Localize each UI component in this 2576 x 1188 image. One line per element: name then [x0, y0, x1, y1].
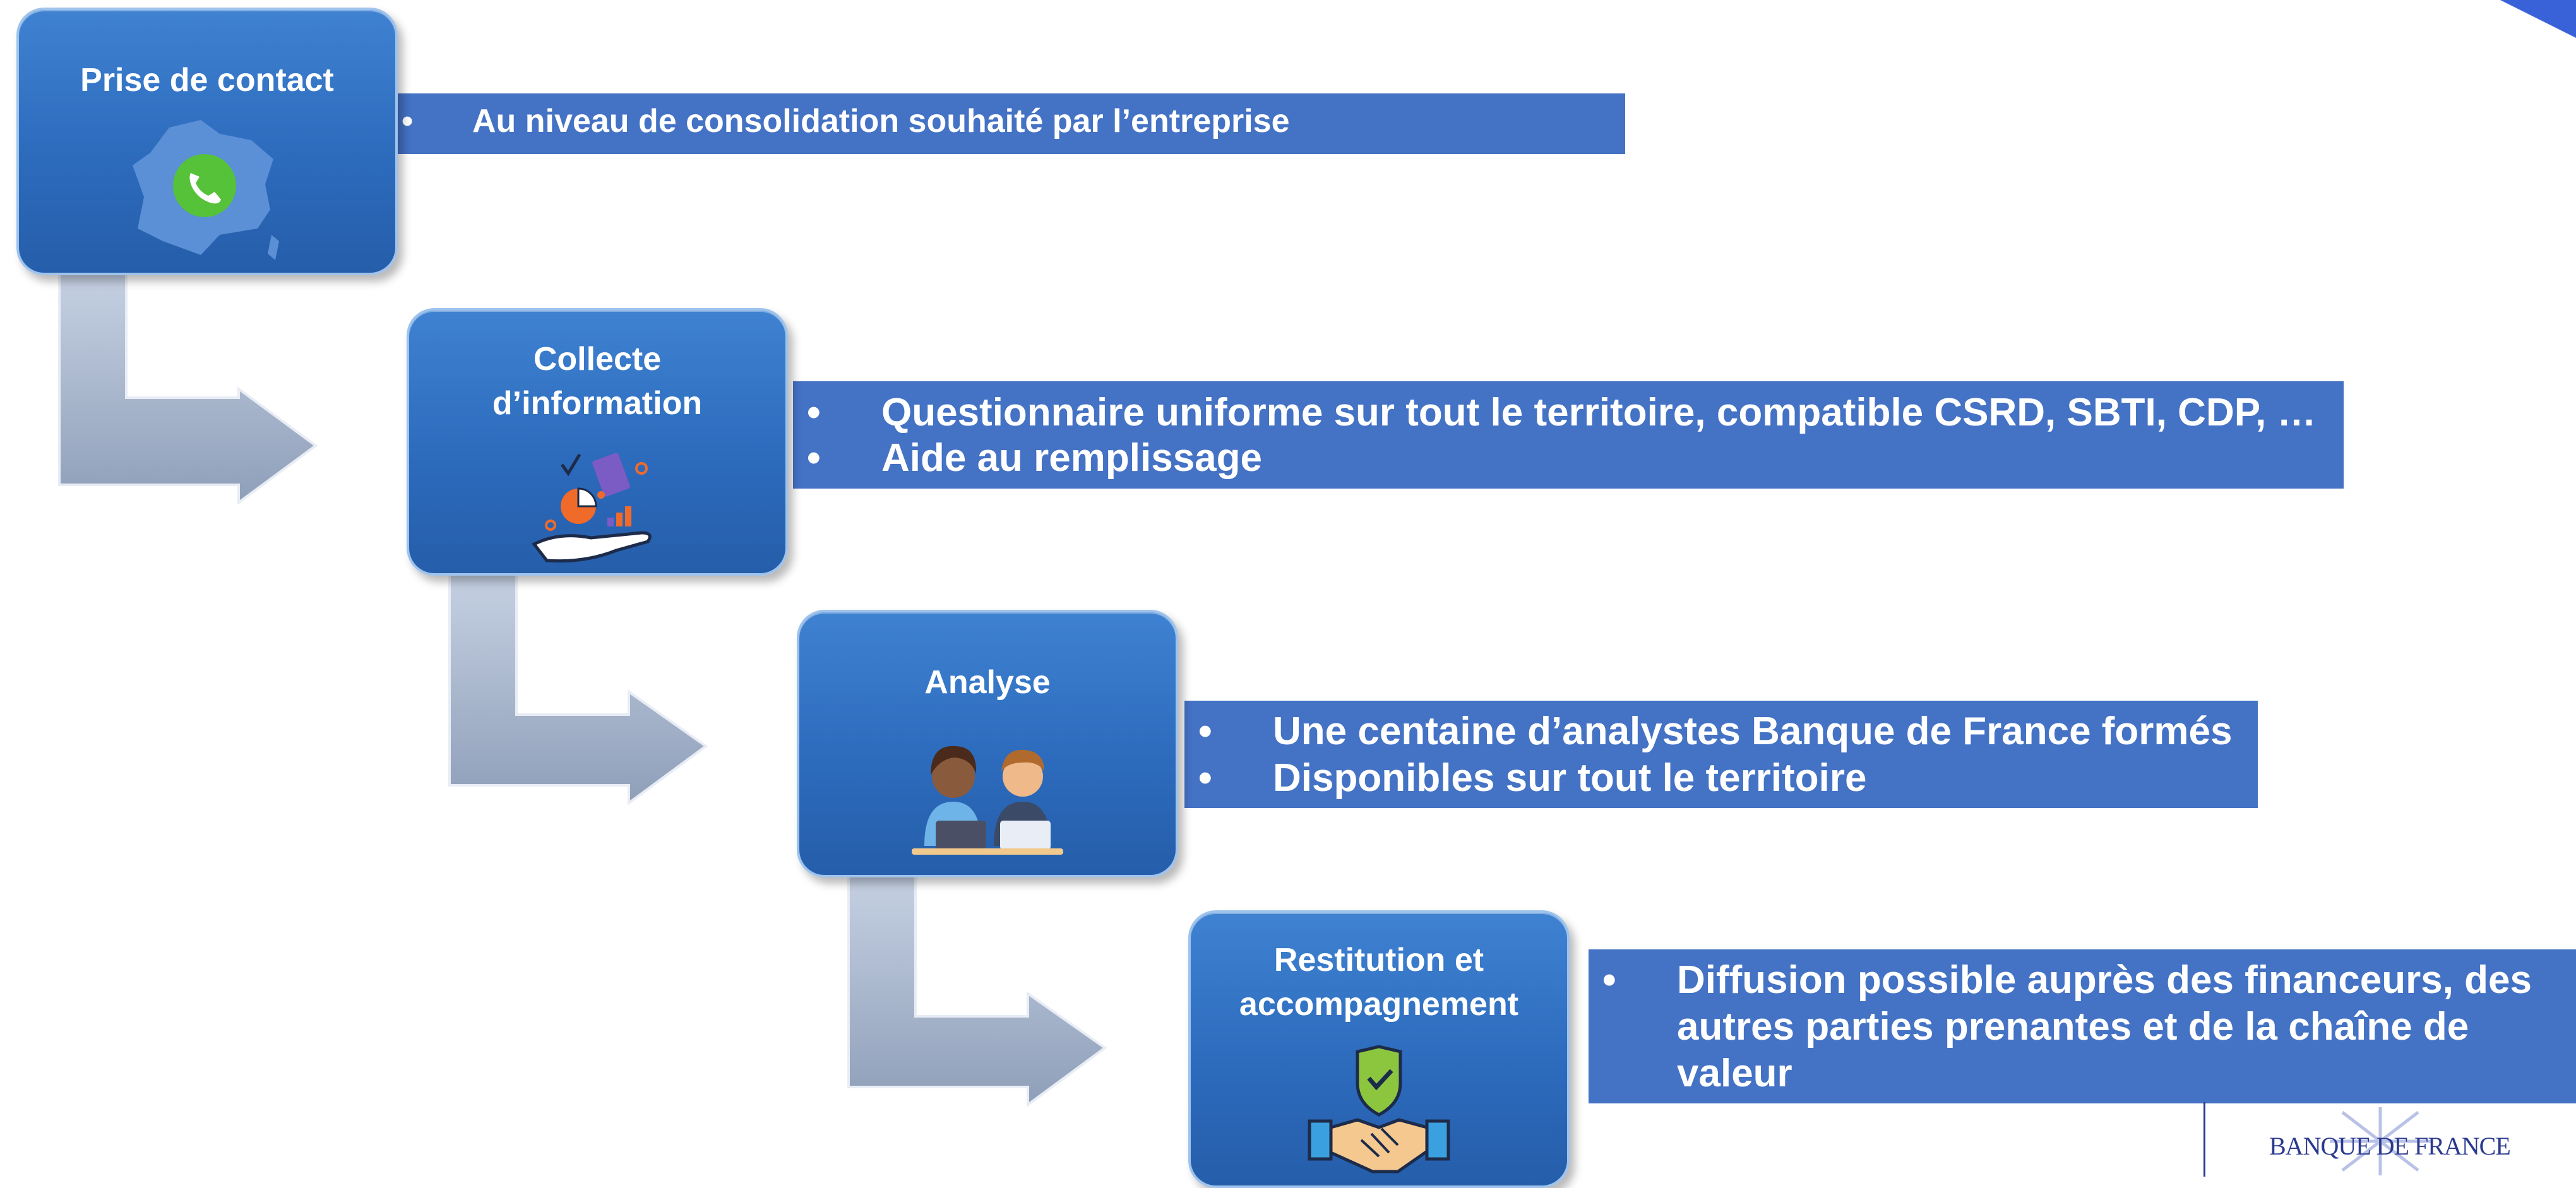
bullet-dot: • — [807, 436, 821, 480]
step-title: Collecte d’information — [492, 341, 703, 422]
flow-arrow-1 — [58, 273, 318, 505]
bullet-text: Au niveau de consolidation souhaité par … — [472, 103, 1290, 140]
handshake-shield-icon — [1308, 1045, 1450, 1173]
corner-decoration — [2500, 0, 2576, 38]
bullet-text: Une centaine d’analystes Banque de Franc… — [1273, 710, 2233, 753]
france-phone-icon — [133, 120, 279, 260]
data-collection-icon — [532, 453, 652, 563]
step-box-analyse: Analyse — [797, 610, 1178, 877]
step-box-collecte-information: Collecte d’information — [407, 308, 788, 576]
info-box-4: • Diffusion possible auprès des financeu… — [1589, 949, 2576, 1103]
info-bullet: • Diffusion possible auprès des financeu… — [1602, 957, 2562, 1097]
step-title: Restitution et accompagnement — [1239, 942, 1519, 1023]
bullet-dot: • — [402, 103, 414, 140]
info-bullet: • Disponibles sur tout le territoire — [1198, 755, 1866, 802]
banque-de-france-logo: BANQUE DE FRANCE — [2203, 1102, 2576, 1177]
bullet-text: Questionnaire uniforme sur tout le terri… — [881, 391, 2317, 434]
info-box-2: • Questionnaire uniforme sur tout le ter… — [793, 381, 2344, 489]
step-title: Analyse — [924, 664, 1051, 701]
info-box-3: • Une centaine d’analystes Banque de Fra… — [1184, 701, 2258, 808]
bullet-text: Aide au remplissage — [881, 436, 1263, 480]
analysts-icon — [912, 745, 1063, 855]
flow-arrow-3 — [847, 875, 1107, 1107]
bullet-dot: • — [1198, 710, 1212, 753]
step-box-restitution-accompagnement: Restitution et accompagnement — [1188, 910, 1570, 1188]
logo-emblem-icon — [2330, 1107, 2431, 1175]
step-box-prise-de-contact: Prise de contact — [16, 8, 398, 275]
logo-text: BANQUE DE FRANCE — [2269, 1132, 2511, 1160]
info-bullet: • Une centaine d’analystes Banque de Fra… — [1198, 708, 2233, 755]
info-bullet: • Questionnaire uniforme sur tout le ter… — [807, 390, 2317, 436]
bullet-text: Disponibles sur tout le territoire — [1273, 756, 1867, 800]
step-title: Prise de contact — [80, 62, 334, 98]
bullet-text: Diffusion possible auprès des financeurs… — [1677, 958, 2532, 1095]
flow-arrow-2 — [448, 573, 708, 805]
bullet-dot: • — [1198, 756, 1212, 800]
info-bullet: • Au niveau de consolidation souhaité pa… — [402, 102, 1290, 140]
logo-divider — [2203, 1102, 2205, 1177]
bullet-dot: • — [807, 391, 821, 434]
info-bullet: • Aide au remplissage — [807, 436, 1262, 481]
bullet-dot: • — [1602, 958, 1616, 1002]
info-box-1: • Au niveau de consolidation souhaité pa… — [388, 93, 1625, 154]
